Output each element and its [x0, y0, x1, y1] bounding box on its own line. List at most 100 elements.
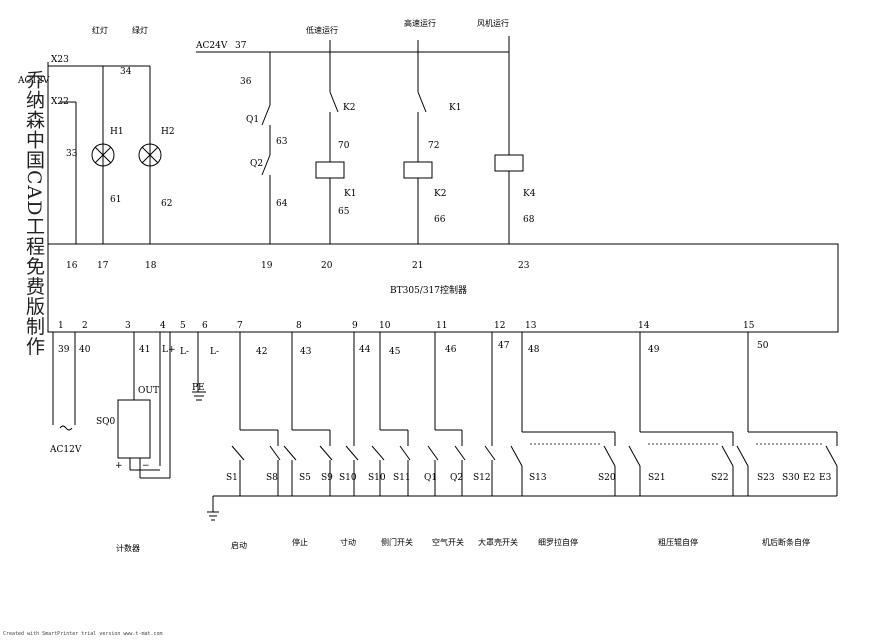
counter-sq0-box [117, 399, 151, 459]
label-34: 34 [120, 67, 132, 77]
terminal-13: 13 [525, 321, 537, 331]
terminal-19: 19 [261, 261, 273, 271]
terminal-3: 3 [125, 321, 131, 331]
terminal-1: 1 [58, 321, 64, 331]
terminal-10: 10 [379, 321, 391, 331]
label-red-lamp: 红灯 [92, 25, 108, 35]
label-sq0: SQ0 [96, 417, 116, 427]
terminal-9: 9 [352, 321, 358, 331]
terminal-21: 21 [412, 261, 423, 271]
label-h2: H2 [161, 127, 175, 137]
label-s22: S22 [711, 473, 729, 483]
label-h1: H1 [110, 127, 124, 137]
label-minus: − [142, 461, 150, 471]
label-66: 66 [434, 215, 446, 225]
label-33: 33 [66, 149, 78, 159]
label-61: 61 [110, 195, 121, 205]
controller-label: BT305/317控制器 [390, 284, 467, 296]
label-k2-contact: K2 [343, 103, 355, 113]
controller-box [47, 243, 839, 333]
label-k1-contact: K1 [449, 103, 461, 113]
switch-s12 [484, 445, 496, 496]
label-65: 65 [338, 207, 350, 217]
caption-sliver-break-stop: 机后断条自停 [762, 537, 810, 547]
label-k2-coil: K2 [434, 189, 446, 199]
caption-stop: 停止 [292, 537, 308, 547]
label-q2-bottom: Q2 [450, 473, 463, 483]
caption-air-breaker: 空气开关 [432, 537, 464, 547]
terminal-6: 6 [202, 321, 208, 331]
label-low-speed: 低速运行 [306, 25, 338, 35]
label-ac24v: AC24V [195, 41, 228, 51]
label-63: 63 [276, 137, 288, 147]
ac-source-symbol [59, 425, 73, 431]
watermark-text: 乔纳森中国CAD工程免费版制作 [23, 70, 45, 357]
lamp-h2 [138, 143, 162, 167]
terminal-15: 15 [743, 321, 755, 331]
caption-press-roller-stop: 粗压辊自停 [658, 537, 698, 547]
terminal-8: 8 [296, 321, 302, 331]
label-k4: K4 [523, 189, 536, 199]
terminal-2: 2 [82, 321, 88, 331]
label-s9: S9 [321, 473, 333, 483]
wire-39: 39 [58, 345, 70, 355]
switch-s1-s8 [231, 430, 281, 496]
switch-s13-s20 [510, 432, 616, 496]
label-s11: S11 [393, 473, 411, 483]
terminal-20: 20 [321, 261, 333, 271]
terminal-11: 11 [436, 321, 447, 331]
terminal-16: 16 [66, 261, 78, 271]
wire-42: 42 [256, 347, 267, 357]
footer-credit: Created with SmartPrinter trial version … [3, 631, 163, 637]
terminal-18: 18 [145, 261, 157, 271]
caption-counter: 计数器 [116, 543, 140, 553]
label-q1: Q1 [246, 115, 259, 125]
caption-start: 启动 [231, 540, 247, 550]
wire-lminus-1: L- [180, 347, 189, 357]
terminal-4: 4 [160, 321, 166, 331]
wire-46: 46 [445, 345, 457, 355]
label-green-lamp: 绿灯 [132, 25, 148, 35]
terminal-23: 23 [518, 261, 530, 271]
label-64: 64 [276, 199, 288, 209]
wire-44: 44 [359, 345, 371, 355]
label-s10: S10 [339, 473, 357, 483]
terminal-17: 17 [97, 261, 109, 271]
wire-48: 48 [528, 345, 540, 355]
label-out: OUT [138, 386, 159, 396]
label-s5: S5 [299, 473, 311, 483]
label-q1-bottom: Q1 [424, 473, 437, 483]
wire-41: 41 [139, 345, 150, 355]
label-37: 37 [235, 41, 247, 51]
switch-s21-s22 [628, 432, 734, 496]
wire-47: 47 [498, 341, 510, 351]
caption-side-door: 侧门开关 [381, 537, 413, 547]
label-ac12: AC12V [17, 76, 50, 86]
switch-s10 [345, 445, 359, 496]
label-s20: S20 [598, 473, 616, 483]
label-s12: S12 [473, 473, 491, 483]
label-70: 70 [338, 141, 350, 151]
switch-q1 [261, 104, 271, 126]
switch-air-breaker [427, 430, 466, 496]
label-q2: Q2 [250, 159, 263, 169]
label-x23: X23 [51, 55, 69, 65]
label-plus: + [115, 461, 123, 471]
label-s13: S13 [529, 473, 547, 483]
wire-40: 40 [79, 345, 91, 355]
switch-q2 [261, 154, 271, 176]
coil-k2 [403, 161, 433, 179]
terminal-12: 12 [494, 321, 505, 331]
caption-roller-stop: 细罗拉自停 [538, 537, 578, 547]
wire-lplus: L+ [162, 345, 176, 355]
terminal-14: 14 [638, 321, 650, 331]
switch-side-door [371, 430, 411, 496]
label-s21: S21 [648, 473, 666, 483]
wire-45: 45 [389, 347, 401, 357]
lamp-h1 [91, 143, 115, 167]
wire-50: 50 [757, 341, 769, 351]
wire-49: 49 [648, 345, 660, 355]
label-s1: S1 [226, 473, 238, 483]
